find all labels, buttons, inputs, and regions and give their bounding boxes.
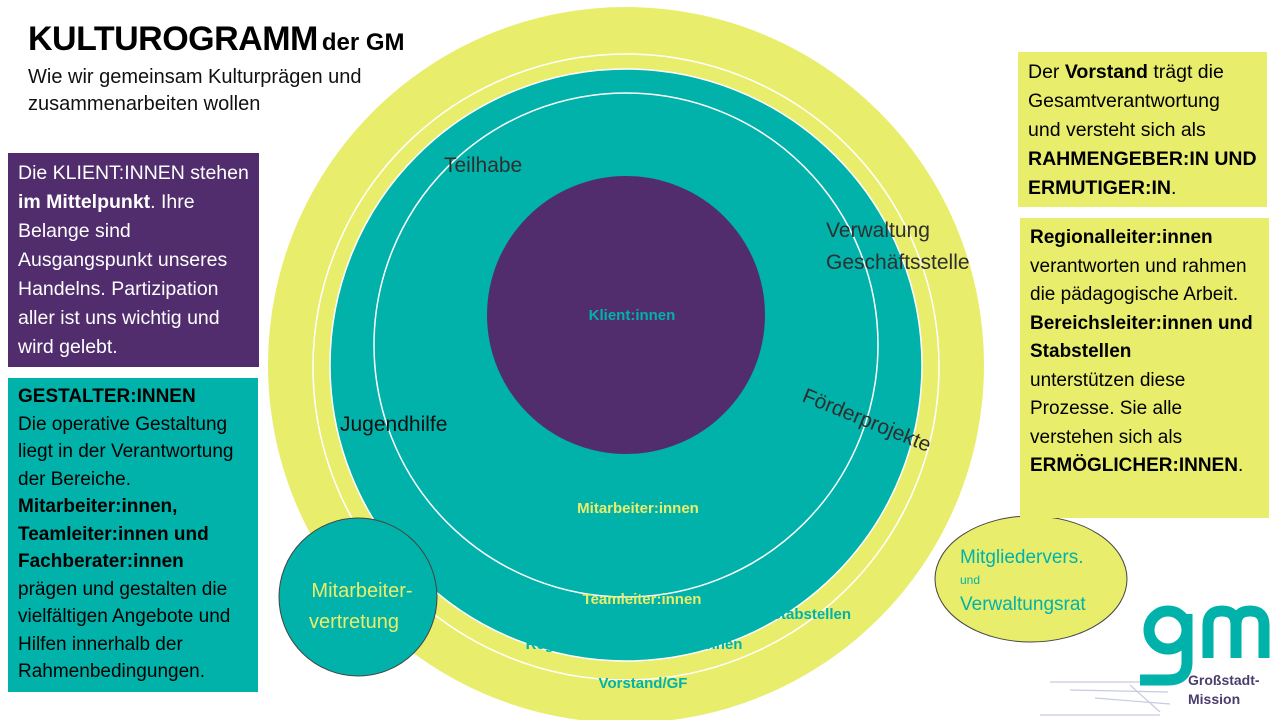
label-mav-2: vertretung [309, 611, 399, 633]
klienten-text-1: Die KLIENT:INNEN stehen [18, 162, 249, 184]
label-verwaltung: Verwaltung [826, 219, 930, 242]
regional-text-bold-3: ERMÖGLICHER:INNEN [1030, 455, 1238, 476]
title-suffix: der GM [321, 29, 405, 56]
vorstand-text-3: . [1171, 177, 1177, 199]
logo-text: Großstadt- Mission [1188, 671, 1260, 709]
regional-text-2: unterstützen diese Prozesse. Sie alle ve… [1030, 369, 1186, 448]
label-mv-1: Mitgliedervers. [960, 547, 1084, 568]
gm-logo-mark-icon [1140, 605, 1270, 686]
logo-text-line-2: Mission [1188, 691, 1241, 707]
logo-text-line-1: Großstadt- [1188, 672, 1260, 688]
gestalter-heading: GESTALTER:INNEN [18, 386, 196, 407]
vorstand-text-1: Der [1028, 61, 1065, 83]
regional-info-box: Regionalleiter:innen verantworten und ra… [1020, 218, 1269, 518]
regional-text-bold-2: Bereichsleiter:innen und Stabstellen [1030, 312, 1253, 363]
title-main: KULTUROGRAMM [28, 20, 318, 58]
vorstand-text-bold-1: Vorstand [1064, 61, 1148, 83]
klienten-info-box: Die KLIENT:INNEN stehen im Mittelpunkt. … [8, 153, 259, 367]
label-stabstellen: Stabstellen [771, 606, 851, 623]
label-vorstand: Vorstand/GF [599, 675, 688, 692]
center-klienten-circle [487, 176, 765, 454]
klienten-text-2: . Ihre Belange sind Ausgangspunkt unsere… [18, 191, 228, 358]
subtitle: Wie wir gemeinsam Kulturprägen und zusam… [28, 66, 362, 115]
label-jugendhilfe: Jugendhilfe [340, 413, 447, 436]
label-mv-3: Verwaltungsrat [960, 594, 1086, 615]
gestalter-text-bold: Mitarbeiter:innen, Teamleiter:innen und … [18, 496, 209, 572]
vorstand-text-2: trägt die Gesamtverantwortung und verste… [1028, 61, 1224, 141]
mitarbeitervertretung-ellipse [278, 517, 438, 677]
logo-lines-icon [1040, 681, 1175, 716]
label-geschaeftsstelle: Geschäftsstelle [826, 251, 970, 274]
vorstand-info-box: Der Vorstand trägt die Gesamtverantwortu… [1018, 52, 1267, 207]
vorstand-text-bold-2: RAHMENGEBER:IN UND ERMUTIGER:IN [1028, 148, 1257, 199]
klienten-text-bold: im Mittelpunkt [18, 191, 151, 213]
ring-mitarbeiter [373, 92, 879, 598]
regional-text-3: . [1237, 455, 1244, 476]
label-mv-2: und [960, 573, 980, 587]
gestalter-info-box: GESTALTER:INNEN Die operative Gestaltung… [8, 378, 258, 692]
label-teamleiter: Teamleiter:innen [583, 591, 702, 608]
label-regional: Regional-/Bereichsleiter:innen [526, 636, 743, 653]
gm-logo [1040, 605, 1270, 716]
gestalter-text-1: Die operative Gestaltung liegt in der Ve… [18, 413, 234, 490]
regional-text-bold-1: Regionalleiter:innen [1030, 227, 1213, 248]
label-teilhabe: Teilhabe [444, 154, 522, 177]
regional-text-1: verantworten und rahmen die pädago­gisch… [1030, 255, 1247, 306]
label-mav-1: Mitarbeiter- [311, 580, 412, 602]
ring-regional [312, 53, 940, 681]
gestalter-text-2: prägen und gestalten die vielfältigen An… [18, 578, 231, 683]
label-klienten: Klient:innen [589, 307, 676, 324]
label-mitarbeiter: Mitarbeiter:innen [577, 500, 699, 517]
